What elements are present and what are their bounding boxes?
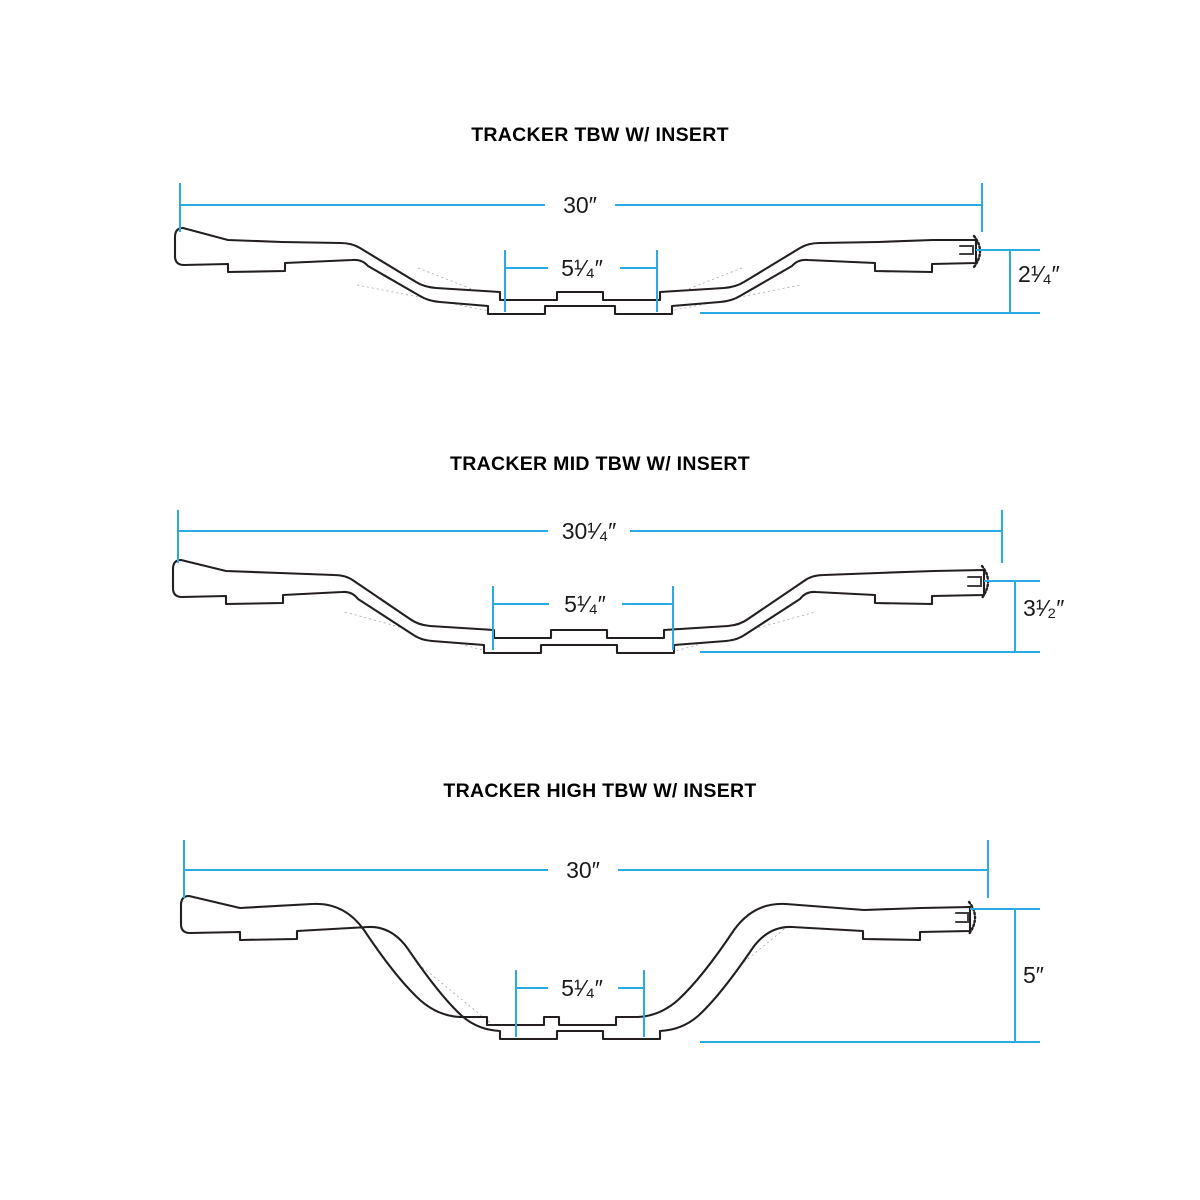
width-dimension-group: 30″ xyxy=(183,840,989,898)
width-dimension-group: 30″ xyxy=(179,183,983,232)
handlebar-outline-high xyxy=(179,894,972,1041)
handlebar-outline-mid xyxy=(171,558,986,655)
height-dimension-label: 3¹⁄₂″ xyxy=(1023,595,1064,621)
knurled-end-cap xyxy=(972,234,982,269)
diagram-title-tracker-high-tbw: TRACKER HIGH TBW W/ INSERT xyxy=(443,780,757,802)
width-dimension-label: 30″ xyxy=(563,192,597,218)
drawing-tracker-tbw: 30″ 5¹⁄₄″ 2¹⁄₄″ xyxy=(173,183,1060,316)
width-dimension-label: 30″ xyxy=(566,857,600,883)
diagram-title-tracker-tbw: TRACKER TBW W/ INSERT xyxy=(471,124,729,146)
knurled-end-cap xyxy=(967,900,977,936)
drawing-tracker-mid-tbw: 30¹⁄₄″ 5¹⁄₄″ 3¹⁄₂″ xyxy=(171,510,1064,655)
handlebar-outline xyxy=(173,226,978,316)
handlebar-shape-high xyxy=(179,894,977,1041)
diagram-tracker-high-tbw: TRACKER HIGH TBW W/ INSERT 30″ xyxy=(0,730,1200,1200)
diagram-tracker-tbw: TRACKER TBW W/ INSERT xyxy=(0,0,1200,400)
height-dimension-group: 3¹⁄₂″ xyxy=(700,580,1064,653)
insert-slot-detail xyxy=(959,245,974,255)
height-dimension-label: 2¹⁄₄″ xyxy=(1018,261,1060,287)
insert-slot-detail xyxy=(955,912,969,923)
insert-slot-detail xyxy=(967,576,982,587)
hidden-line-left xyxy=(371,925,506,1036)
width-dimension-group: 30¹⁄₄″ xyxy=(177,510,1003,563)
handlebar-shape-low xyxy=(173,226,982,316)
center-dimension-label: 5¹⁄₄″ xyxy=(561,975,603,1001)
height-dimension-label: 5″ xyxy=(1023,962,1044,988)
width-dimension-label: 30¹⁄₄″ xyxy=(562,518,617,544)
height-dimension-group: 5″ xyxy=(700,908,1044,1043)
center-dimension-label: 5¹⁄₄″ xyxy=(561,255,603,281)
drawing-tracker-high-tbw: 30″ 5¹⁄₄″ 5″ xyxy=(179,840,1044,1043)
diagram-title-tracker-mid-tbw: TRACKER MID TBW W/ INSERT xyxy=(450,453,750,475)
center-dimension-group: 5¹⁄₄″ xyxy=(504,250,658,312)
center-dimension-group: 5¹⁄₄″ xyxy=(492,586,674,650)
center-dimension-group: 5¹⁄₄″ xyxy=(515,970,645,1037)
hidden-line-left xyxy=(356,284,501,314)
center-dimension-label: 5¹⁄₄″ xyxy=(564,591,606,617)
diagram-tracker-mid-tbw: TRACKER MID TBW W/ INSERT 30¹⁄₄″ xyxy=(0,400,1200,730)
height-dimension-group: 2¹⁄₄″ xyxy=(700,249,1060,314)
